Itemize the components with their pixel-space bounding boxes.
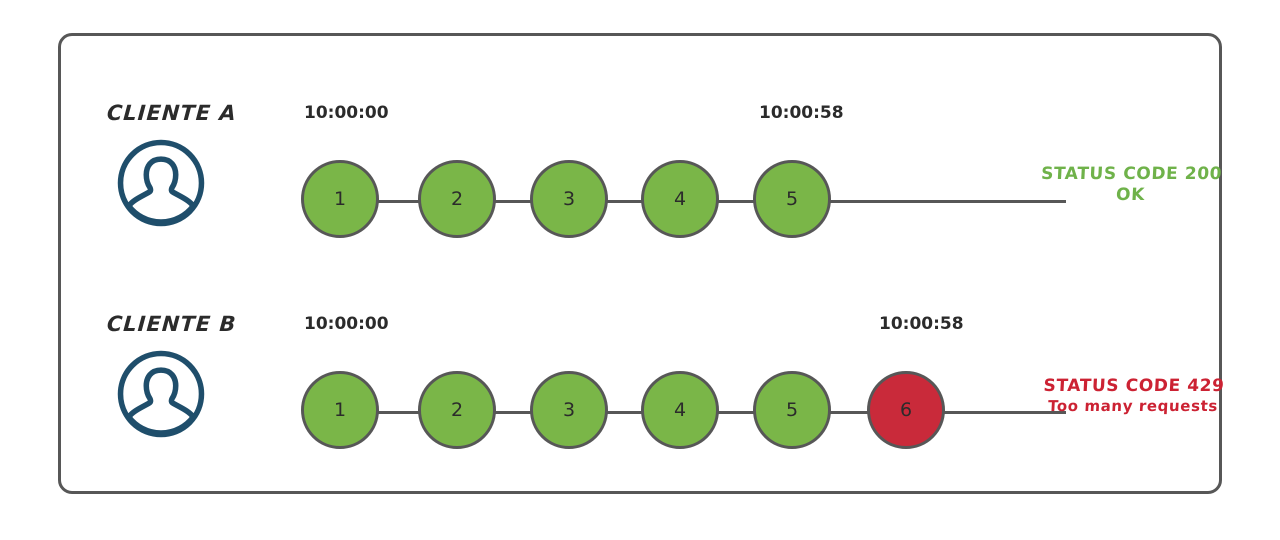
request-node-4[interactable]: 4	[641, 160, 719, 238]
request-node-3[interactable]: 3	[530, 371, 608, 449]
timestamp-end-a: 10:00:58	[759, 103, 844, 123]
request-node-4[interactable]: 4	[641, 371, 719, 449]
request-node-2[interactable]: 2	[418, 371, 496, 449]
timestamp-start-b: 10:00:00	[304, 314, 389, 334]
client-label-b: CLIENTE B	[106, 312, 238, 336]
diagram-panel: CLIENTE A 10:00:00 10:00:58 1 2 3 4 5 ST…	[58, 33, 1225, 494]
user-avatar-icon	[115, 137, 207, 229]
request-node-1[interactable]: 1	[301, 160, 379, 238]
client-label-a: CLIENTE A	[106, 101, 238, 125]
status-message-b: STATUS CODE 429 Too many requests	[1025, 376, 1242, 416]
status-detail-line-a: OK	[1115, 185, 1146, 206]
request-node-2[interactable]: 2	[418, 160, 496, 238]
request-node-1[interactable]: 1	[301, 371, 379, 449]
timestamp-end-b: 10:00:58	[879, 314, 964, 334]
timestamp-start-a: 10:00:00	[304, 103, 389, 123]
request-node-3[interactable]: 3	[530, 160, 608, 238]
client-row-a: CLIENTE A 10:00:00 10:00:58 1 2 3 4 5 ST…	[61, 61, 1223, 261]
status-message-a: STATUS CODE 200 OK	[1025, 164, 1237, 207]
status-code-line-b: STATUS CODE 429	[1043, 376, 1226, 396]
request-node-6[interactable]: 6	[867, 371, 945, 449]
user-avatar-icon	[115, 348, 207, 440]
client-row-b: CLIENTE B 10:00:00 10:00:58 1 2 3 4 5 6 …	[61, 272, 1225, 472]
status-detail-line-b: Too many requests	[1047, 397, 1219, 416]
status-code-line-a: STATUS CODE 200	[1040, 164, 1223, 184]
request-node-5[interactable]: 5	[753, 371, 831, 449]
request-node-5[interactable]: 5	[753, 160, 831, 238]
